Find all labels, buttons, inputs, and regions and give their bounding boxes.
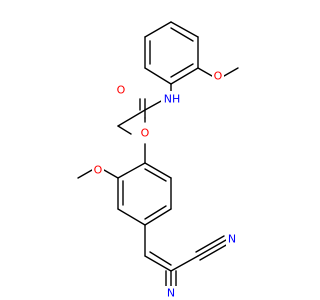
bond	[117, 162, 146, 179]
bond	[144, 205, 167, 220]
bond	[144, 208, 172, 226]
bond	[144, 168, 167, 182]
bond	[223, 67, 239, 77]
bond	[197, 67, 213, 77]
bond	[170, 63, 194, 78]
bond	[170, 21, 199, 38]
nitrile-nitrogen-right-label: N	[228, 233, 236, 246]
bond	[199, 243, 229, 261]
ether-oxygen-atom: O	[139, 126, 151, 140]
bond	[144, 21, 172, 38]
bond	[144, 67, 172, 85]
bond	[117, 208, 146, 226]
methoxy-oxygen-top-label: O	[214, 70, 223, 83]
methoxy-oxygen-mid-label: O	[94, 164, 103, 177]
amide-oxygen-label: O	[117, 84, 126, 97]
methoxy-oxygen-mid-atom: O	[92, 163, 104, 177]
nitrile-nitrogen-bottom-label: N	[167, 287, 175, 300]
bonds	[77, 21, 239, 300]
bond	[77, 169, 93, 179]
bond	[144, 162, 172, 179]
molecule-structure: O NH O O O N N	[77, 21, 239, 300]
amide-oxygen-atom: O	[115, 83, 127, 97]
bond	[117, 125, 132, 135]
bond	[144, 99, 164, 111]
bond	[117, 109, 146, 127]
bond	[170, 27, 194, 42]
bond	[144, 255, 172, 272]
amide-nh-label: NH	[164, 93, 181, 106]
amide-nh-atom: NH	[161, 91, 183, 107]
ether-oxygen-label: O	[141, 127, 150, 140]
bond	[149, 251, 172, 266]
bond	[197, 239, 227, 257]
bond	[103, 169, 119, 179]
atom-labels: O NH O O O N N	[92, 69, 238, 300]
bond	[195, 235, 225, 253]
bond	[170, 67, 199, 85]
nitrile-nitrogen-right-atom: N	[226, 232, 238, 246]
methoxy-oxygen-top-atom: O	[212, 69, 224, 83]
bond	[170, 255, 199, 272]
nitrile-nitrogen-bottom-atom: N	[165, 286, 177, 300]
